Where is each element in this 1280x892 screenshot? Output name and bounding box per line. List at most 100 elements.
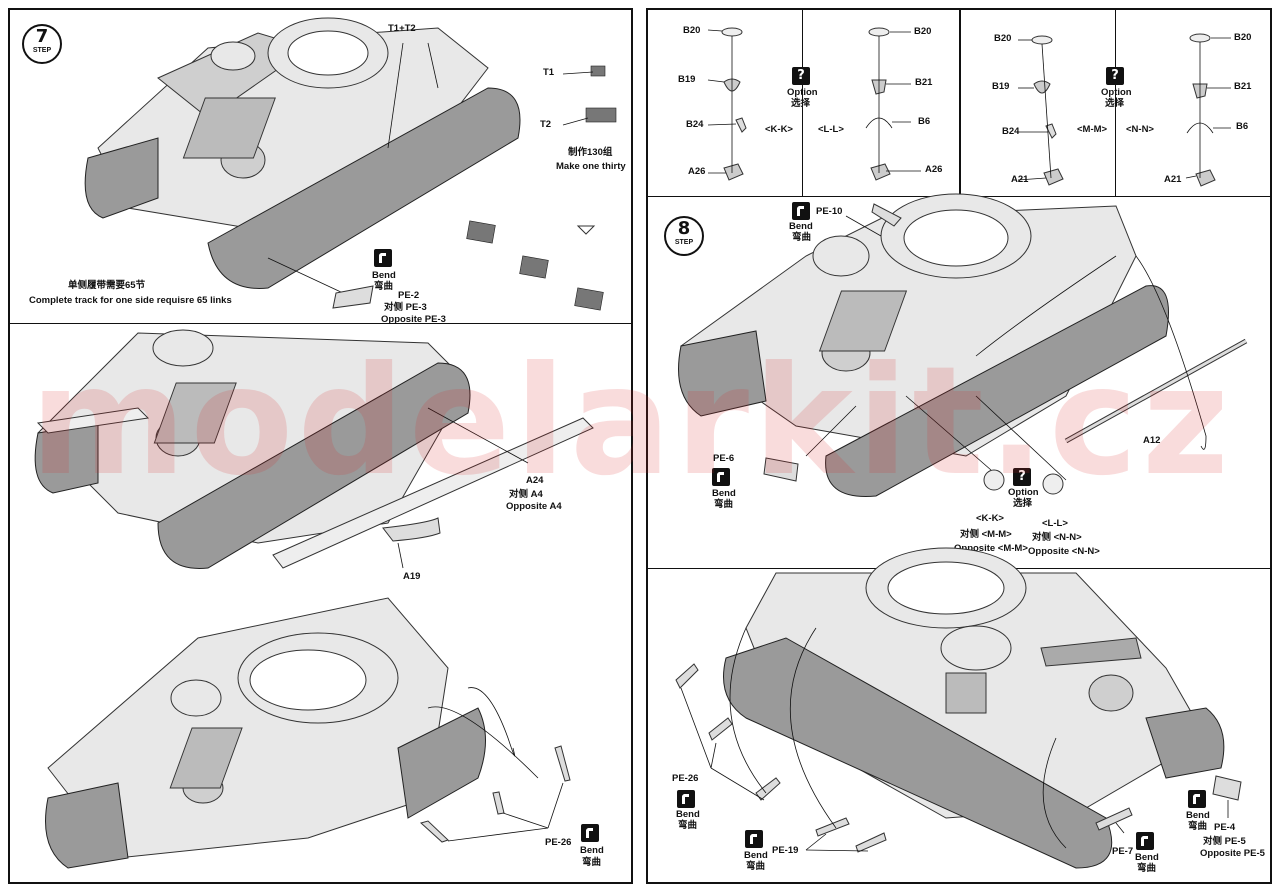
pe3-cn-label: 对侧 PE-3: [384, 302, 427, 313]
k-a26-label: A26: [688, 166, 706, 177]
pe10-label: PE-10: [816, 206, 843, 217]
n-b21-label: B21: [1234, 81, 1252, 92]
options-divider: [1115, 8, 1116, 196]
pe26-right-bend-cn: 弯曲: [678, 820, 698, 831]
n-a21-label: A21: [1164, 174, 1182, 185]
option-en-label: Option: [787, 87, 818, 98]
m-a21-label: A21: [1011, 174, 1029, 185]
options-parts-drawing: [707, 27, 1231, 187]
pe19-bend-en: Bend: [744, 850, 768, 861]
l-b6-label: B6: [918, 116, 931, 127]
option-icon: ?: [1106, 67, 1124, 85]
k-tag-label: <K-K>: [765, 124, 793, 135]
bottom-right-tank-drawing: [675, 547, 1242, 869]
option-en-label: Option: [1101, 87, 1132, 98]
step7-tank-drawing: [84, 17, 617, 311]
pe26-right-bend-en: Bend: [676, 809, 700, 820]
pe19-bend-cn: 弯曲: [746, 861, 766, 872]
a24-label: A24: [526, 475, 544, 486]
pe26-left-label: PE-26: [545, 837, 572, 848]
step8-panel: 8 STEP PE-10 Bend 弯曲 PE-6 Bend 弯曲 A12 <K…: [646, 193, 1272, 569]
nn-cn-label: 对侧 <N-N>: [1032, 532, 1082, 543]
bend-en-label: Bend: [372, 270, 396, 281]
k-b20-label: B20: [683, 25, 701, 36]
option-icon: ?: [792, 67, 810, 85]
bend-icon: [792, 202, 810, 220]
a19-label: A19: [403, 571, 421, 582]
pe2-label: PE-2: [398, 290, 420, 301]
make-cn-label: 制作130组: [568, 147, 613, 158]
option-icon: ?: [1013, 468, 1031, 486]
m-b19-label: B19: [992, 81, 1010, 92]
pe4-label: PE-4: [1214, 822, 1236, 833]
options-divider: [802, 8, 803, 196]
bend-icon: [712, 468, 730, 486]
bend-icon: [1136, 832, 1154, 850]
step8-bend-en-left: Bend: [712, 488, 736, 499]
pe26-left-bend-cn: 弯曲: [582, 857, 602, 868]
a12-label: A12: [1143, 435, 1161, 446]
bend-icon: [745, 830, 763, 848]
m-b24-label: B24: [1002, 126, 1020, 137]
pe7-label: PE-7: [1112, 846, 1134, 857]
t1-label: T1: [543, 67, 555, 78]
n-b6-label: B6: [1236, 121, 1249, 132]
step8-word: STEP: [674, 239, 694, 246]
bottom-right-panel: PE-26 Bend 弯曲 Bend 弯曲 PE-19 PE-7 Bend 弯曲…: [646, 547, 1272, 884]
m-b20-label: B20: [994, 33, 1012, 44]
step8-option-en: Option: [1008, 487, 1039, 498]
nn-en-label: Opposite <N-N>: [1028, 546, 1100, 557]
l-b21-label: B21: [915, 77, 933, 88]
step7-word: STEP: [32, 47, 52, 54]
a4-cn-label: 对侧 A4: [509, 489, 543, 500]
a4-en-label: Opposite A4: [506, 501, 562, 512]
option-cn-label: 选择: [1105, 98, 1125, 109]
l-a26-label: A26: [925, 164, 943, 175]
step8-bend-cn-top: 弯曲: [792, 232, 812, 243]
l-tag-label: <L-L>: [818, 124, 844, 135]
n-tag-label: <N-N>: [1126, 124, 1154, 135]
pe26-right-label: PE-26: [672, 773, 699, 784]
step8-tank-drawing: [678, 193, 1248, 497]
pe6-label: PE-6: [713, 453, 735, 464]
bend-icon: [1188, 790, 1206, 808]
bend-icon: [581, 824, 599, 842]
make-en-label: Make one thirty: [556, 161, 626, 172]
pe5-cn-label: 对侧 PE-5: [1203, 836, 1246, 847]
k-b19-label: B19: [678, 74, 696, 85]
step8-option-cn: 选择: [1013, 498, 1033, 509]
pe19-label: PE-19: [772, 845, 799, 856]
step8-bend-en-top: Bend: [789, 221, 813, 232]
options-strip: B20 B19 B24 A26 <K-K> B20 B21 B6 A26 <L-…: [646, 8, 1272, 197]
track-cn-label: 单侧履带需要65节: [68, 280, 146, 291]
bend-icon: [677, 790, 695, 808]
kk-label: <K-K>: [976, 513, 1004, 524]
bend-icon: [374, 249, 392, 267]
step7-badge: 7 STEP: [22, 24, 62, 64]
step8-bend-cn-left: 弯曲: [714, 499, 734, 510]
pe4-bend-en: Bend: [1186, 810, 1210, 821]
a24-panel: A24 对侧 A4 Opposite A4 A19: [8, 323, 633, 588]
step7-panel: 7 STEP T1+T2 T1 T2 制作130组 Make one thirt…: [8, 8, 633, 324]
options-divider: [959, 8, 961, 196]
pe26-left-panel: PE-26 Bend 弯曲: [8, 588, 633, 884]
pe4-bend-cn: 弯曲: [1188, 821, 1208, 832]
option-cn-label: 选择: [791, 98, 811, 109]
k-b24-label: B24: [686, 119, 704, 130]
pe7-bend-en: Bend: [1135, 852, 1159, 863]
step7-number: 7: [35, 26, 49, 47]
a24-tank-drawing: [34, 329, 594, 569]
pe26-left-tank-drawing: [45, 597, 571, 869]
track-en-label: Complete track for one side requisre 65 …: [29, 295, 232, 306]
n-b20-label: B20: [1234, 32, 1252, 43]
step8-number: 8: [677, 218, 691, 239]
t2-label: T2: [540, 119, 552, 130]
step8-badge: 8 STEP: [664, 216, 704, 256]
pe5-en-label: Opposite PE-5: [1200, 848, 1265, 859]
ll-label: <L-L>: [1042, 518, 1068, 529]
mm-en-label: Opposite <M-M>: [954, 543, 1028, 554]
pe7-bend-cn: 弯曲: [1137, 863, 1157, 874]
pe3-en-label: Opposite PE-3: [381, 314, 446, 325]
t1t2-label: T1+T2: [388, 23, 416, 34]
pe26-left-bend-en: Bend: [580, 845, 604, 856]
